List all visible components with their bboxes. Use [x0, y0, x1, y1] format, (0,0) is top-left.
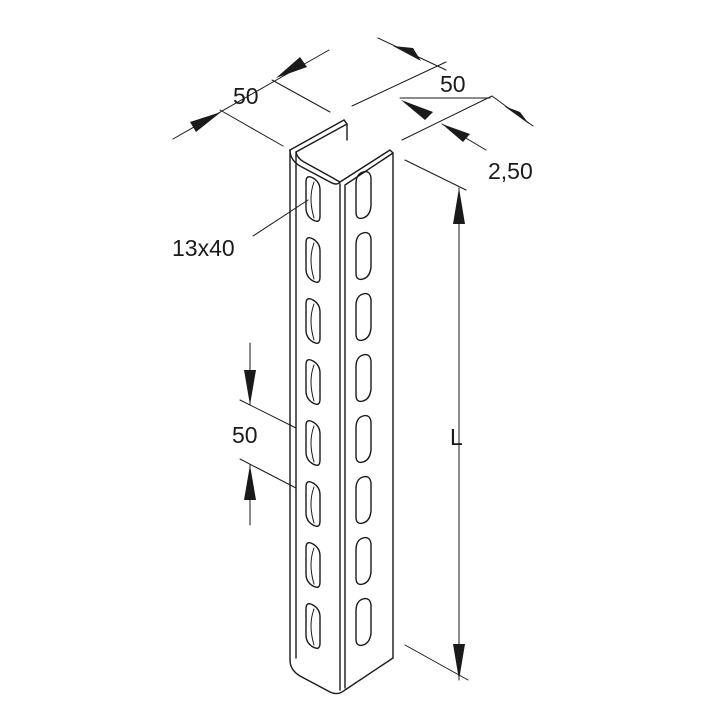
slot-left-outline	[305, 541, 321, 589]
slot-right-outline	[355, 536, 372, 586]
dim-text-length: L	[450, 424, 463, 450]
arrow-right-a	[393, 46, 421, 61]
slot-right-outline	[355, 597, 372, 647]
profile-top-corner	[289, 149, 341, 185]
slot-right-outline	[355, 475, 372, 525]
arrow-left-b	[276, 57, 307, 78]
slot-left-outline	[305, 419, 321, 467]
dim-width-right: 50	[351, 37, 491, 120]
profile-body	[289, 119, 394, 695]
slot-left-outline	[305, 602, 321, 650]
slot-right-2	[355, 231, 372, 281]
slot-left-inner-curve	[310, 486, 315, 524]
slot-left-3	[305, 297, 321, 345]
ext-line-right-a	[351, 61, 447, 107]
profile-top-edge-left	[289, 119, 348, 153]
slot-left-4	[305, 358, 321, 406]
slot-left-outline	[305, 297, 321, 345]
arrow-thickness-a	[504, 106, 529, 124]
slot-left-8	[305, 602, 321, 650]
leader-slot-size	[252, 199, 309, 237]
slot-left-inner-curve	[310, 242, 315, 280]
arrow-length-bottom	[453, 644, 465, 680]
leader-thickness	[441, 123, 487, 151]
slot-right-outline	[355, 231, 372, 281]
slot-left-outline	[305, 358, 321, 406]
dim-line-thickness	[401, 95, 493, 141]
profile-top-edge-right	[339, 149, 394, 186]
slot-left-inner-curve	[310, 425, 315, 463]
dim-text-width-left: 50	[233, 83, 259, 109]
slot-left-inner-curve	[310, 608, 315, 646]
arrow-length-top	[453, 188, 465, 224]
arrow-pitch-bottom	[244, 465, 256, 500]
slot-right-8	[355, 597, 372, 647]
dim-slot-size: 13x40	[172, 199, 309, 261]
slot-right-1	[355, 170, 372, 220]
profile-bottom-edge	[289, 657, 394, 695]
dim-text-slot-size: 13x40	[172, 235, 235, 261]
dim-slot-pitch: 50	[232, 342, 297, 526]
slot-left-inner-curve	[310, 181, 315, 219]
ext-line-pitch-a	[239, 399, 297, 429]
slot-left-1	[305, 175, 321, 223]
slot-left-inner-curve	[310, 547, 315, 585]
slot-left-outline	[305, 236, 321, 284]
dim-width-left: 50	[172, 49, 331, 147]
slot-left-inner-curve	[310, 364, 315, 402]
arrow-right-b	[401, 100, 433, 120]
dim-text-slot-pitch: 50	[232, 422, 258, 448]
slot-right-3	[355, 292, 372, 342]
slot-left-outline	[305, 480, 321, 528]
slot-right-outline	[355, 170, 372, 220]
arrow-pitch-top	[244, 370, 256, 405]
slot-left-5	[305, 419, 321, 467]
slot-right-6	[355, 475, 372, 525]
slot-left-2	[305, 236, 321, 284]
ext-line-length-bottom	[404, 644, 469, 681]
slot-left-outline	[305, 175, 321, 223]
slot-right-4	[355, 353, 372, 403]
ext-line-left-a	[219, 109, 284, 147]
ext-line-left-b	[271, 79, 331, 113]
dim-thickness: 2,50	[401, 95, 534, 184]
profile-inner-web	[343, 119, 348, 141]
slot-right-outline	[355, 353, 372, 403]
ext-line-length-top	[404, 159, 467, 191]
ext-line-pitch-b	[239, 458, 297, 489]
slot-right-7	[355, 536, 372, 586]
slot-left-7	[305, 541, 321, 589]
slots-left-face	[305, 175, 321, 650]
dim-text-width-right: 50	[440, 71, 466, 97]
dim-text-thickness: 2,50	[488, 158, 533, 184]
slot-right-5	[355, 414, 372, 464]
slot-left-6	[305, 480, 321, 528]
profile-top-corner-inner	[295, 151, 341, 183]
dim-length: L	[404, 159, 469, 681]
slot-right-outline	[355, 414, 372, 464]
slots-right-face	[355, 170, 372, 647]
arrow-left-a	[190, 112, 221, 132]
slot-right-outline	[355, 292, 372, 342]
slot-left-inner-curve	[310, 303, 315, 341]
